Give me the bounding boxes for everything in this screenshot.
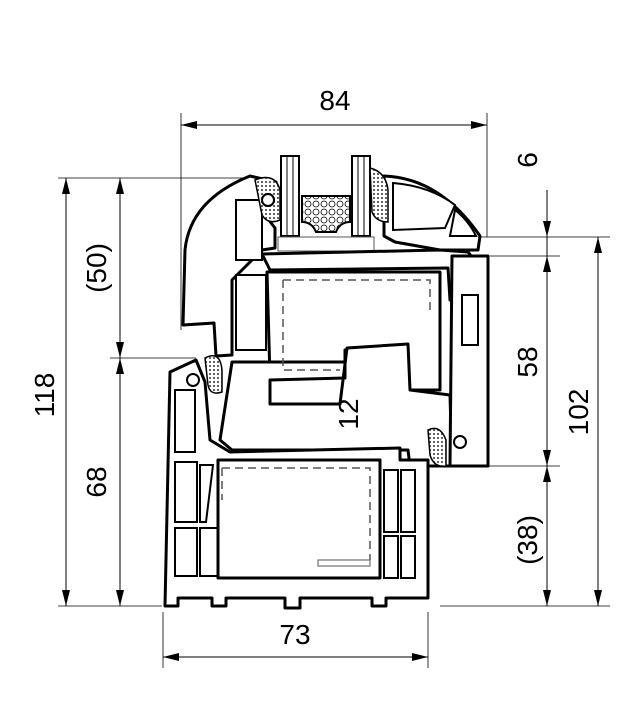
dim-label-total-height: 118 bbox=[29, 373, 60, 418]
reinforcement-sash bbox=[282, 279, 431, 371]
dim-label-top-width: 84 bbox=[319, 85, 350, 116]
reinforcement-frame bbox=[221, 467, 371, 567]
dim-label-frame-width: 73 bbox=[279, 619, 310, 650]
dim-label-sash-height: (50) bbox=[81, 243, 112, 293]
sash-profile bbox=[181, 174, 490, 468]
dim-label-sash-overlap: 58 bbox=[512, 346, 543, 377]
glazing-unit bbox=[277, 155, 375, 252]
frame-profile bbox=[163, 358, 430, 610]
seal-gaskets bbox=[186, 167, 467, 468]
dim-label-frame-height: 68 bbox=[81, 466, 112, 497]
dim-label-rebate: 12 bbox=[333, 398, 364, 429]
dim-label-frame-bottom: (38) bbox=[512, 515, 543, 565]
dim-label-glass-offset: 6 bbox=[512, 152, 543, 168]
dim-label-right-height: 102 bbox=[563, 389, 594, 436]
